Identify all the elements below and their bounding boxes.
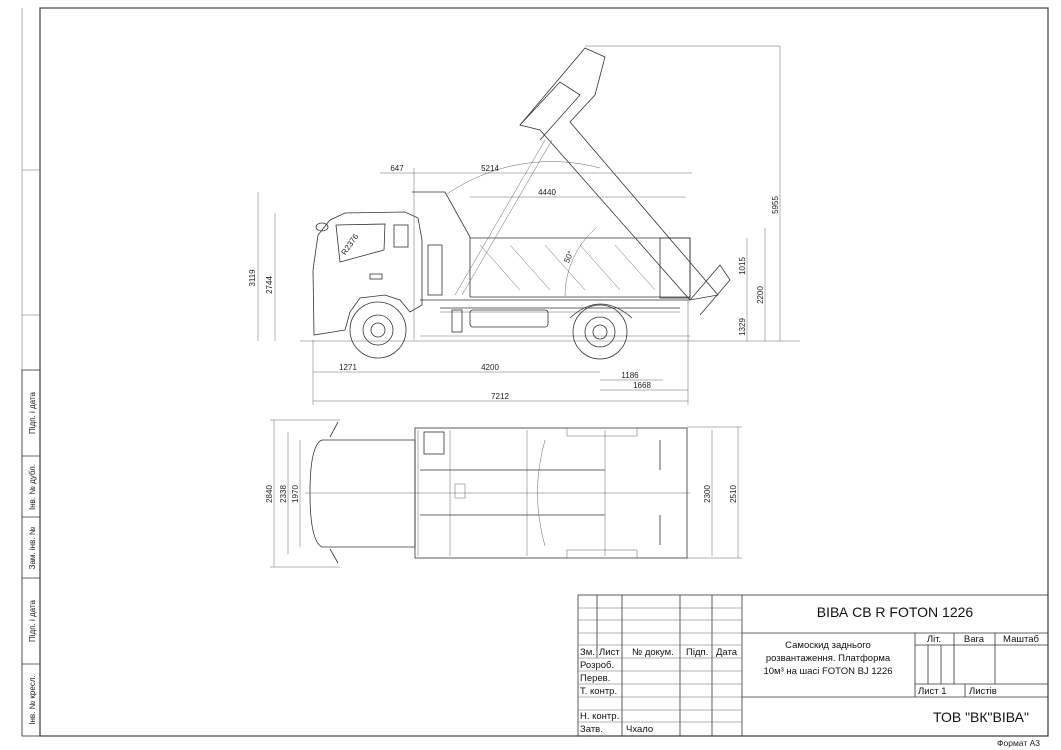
- description-line-1: Самоскид заднього: [785, 640, 871, 651]
- weight-label: Вага: [964, 634, 985, 645]
- dim-647: 647: [390, 164, 404, 173]
- approved-by: Чхало: [626, 724, 653, 735]
- battery-box: [451, 309, 463, 333]
- header-doc-no: № докум.: [632, 647, 674, 658]
- dim-2338: 2338: [279, 485, 288, 503]
- stamp-replace-no: Зам. інв. №: [28, 526, 37, 569]
- dim-1668: 1668: [633, 381, 651, 390]
- rear-fender: [569, 303, 633, 319]
- header-date: Дата: [716, 647, 738, 658]
- cab-top: [309, 439, 416, 548]
- stamp-sign-date-2: Підп. і дата: [28, 599, 37, 641]
- dim-4200: 4200: [481, 363, 499, 372]
- header-zm: Зм.: [580, 647, 595, 658]
- sheet-label: Лист 1: [918, 686, 947, 697]
- side-stamp-column: [21, 369, 41, 737]
- dim-1970: 1970: [291, 485, 300, 503]
- truck-side-view: [300, 47, 800, 360]
- dim-radius: R2376: [340, 232, 361, 257]
- lit-label: Літ.: [927, 634, 941, 645]
- sheet-format: Формат А3: [997, 738, 1040, 748]
- hydraulic-cylinder: [454, 139, 546, 296]
- stamp-dup-no: Інв. № дубл.: [28, 464, 37, 510]
- dim-2744: 2744: [265, 276, 274, 294]
- side-dimension-lines: [257, 45, 781, 405]
- cab-window: [335, 223, 386, 263]
- dim-5214: 5214: [481, 164, 499, 173]
- mirrors-top: [329, 421, 339, 564]
- dim-2300: 2300: [703, 485, 712, 503]
- role-checked: Перев.: [580, 673, 610, 684]
- dim-1015: 1015: [738, 257, 747, 275]
- top-dimension-lines: [270, 419, 742, 568]
- stamp-drawing-no: Інв. № кресл.: [28, 675, 37, 724]
- stamp-sign-date-1: Підп. і дата: [28, 391, 37, 433]
- tank-top: [423, 431, 445, 455]
- dim-7212: 7212: [491, 392, 509, 401]
- company-name: ТОВ "ВК"ВІВА": [933, 709, 1029, 725]
- role-norm-control: Н. контр.: [580, 711, 619, 722]
- dim-2510: 2510: [729, 485, 738, 503]
- cab-outline: [312, 211, 423, 336]
- dim-1186: 1186: [621, 371, 639, 380]
- cab-rear-window: [393, 224, 409, 248]
- header-sign: Підп.: [686, 647, 708, 658]
- fuel-tank: [469, 309, 549, 328]
- rear-wheel: [572, 304, 628, 360]
- dim-1271: 1271: [339, 363, 357, 372]
- role-approved: Затв.: [580, 724, 603, 735]
- dim-angle: 50°: [562, 250, 575, 265]
- angle-arc: [564, 227, 597, 297]
- role-tech-control: Т. контр.: [580, 686, 617, 697]
- role-developed: Розроб.: [580, 660, 614, 671]
- dim-3119: 3119: [248, 269, 257, 287]
- dim-1329: 1329: [738, 318, 747, 336]
- dim-2840: 2840: [265, 485, 274, 503]
- dump-body-lowered: [412, 191, 691, 298]
- sheets-label: Листів: [969, 686, 997, 697]
- tailgate: [689, 264, 731, 316]
- drawing-title: ВІВА СВ R FOTON 1226: [817, 604, 974, 620]
- description-line-3: 10м³ на шасі FOTON BJ 1226: [763, 666, 892, 677]
- header-list: Лист: [599, 647, 620, 658]
- title-block: [577, 594, 1049, 737]
- dim-5955: 5955: [771, 196, 780, 214]
- truck-top-view: [305, 421, 690, 564]
- scale-label: Маштаб: [1003, 634, 1039, 645]
- dump-body-tipped: [519, 47, 719, 301]
- air-filter: [427, 244, 443, 296]
- dim-4440: 4440: [538, 188, 556, 197]
- mirror: [315, 222, 329, 232]
- dim-2200: 2200: [756, 286, 765, 304]
- radius-arc: [446, 161, 601, 195]
- description-line-2: розвантаження. Платформа: [766, 653, 891, 664]
- front-wheel: [349, 301, 407, 359]
